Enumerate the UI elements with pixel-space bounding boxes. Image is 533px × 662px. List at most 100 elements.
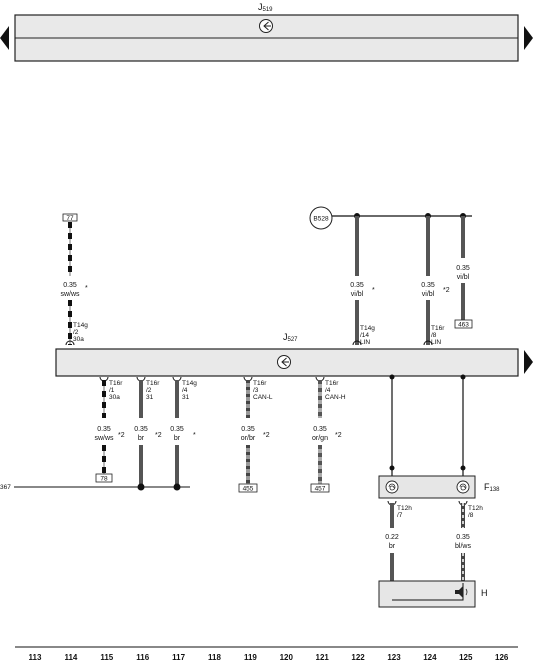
svg-text:/14: /14 xyxy=(360,332,369,339)
grid-number: 121 xyxy=(316,653,330,662)
svg-text:T16r: T16r xyxy=(109,380,123,387)
grid-number: 118 xyxy=(208,653,221,662)
grid-number: 119 xyxy=(244,653,257,662)
control-unit-symbol-icon xyxy=(277,355,291,369)
grid-number: 120 xyxy=(280,653,294,662)
grid-number: 114 xyxy=(64,653,77,662)
svg-text:0.35: 0.35 xyxy=(97,426,111,433)
svg-text:T12h: T12h xyxy=(468,505,483,512)
svg-text:/3: /3 xyxy=(253,387,259,394)
svg-text:31: 31 xyxy=(146,394,154,401)
svg-text:LIN: LIN xyxy=(360,339,370,346)
svg-text:T16r: T16r xyxy=(431,325,445,332)
svg-text:/4: /4 xyxy=(325,387,331,394)
ref-box-78 xyxy=(95,473,113,483)
svg-text:0.35: 0.35 xyxy=(456,265,470,272)
svg-text:CAN-H: CAN-H xyxy=(325,394,346,401)
svg-text:31: 31 xyxy=(182,394,190,401)
svg-text:77: 77 xyxy=(66,215,74,222)
h-label: H xyxy=(481,588,488,598)
svg-text:0.22: 0.22 xyxy=(385,534,399,541)
svg-text:0.35: 0.35 xyxy=(170,426,184,433)
svg-text:30a: 30a xyxy=(73,336,84,343)
svg-text:or/br: or/br xyxy=(241,435,256,442)
grid-number: 126 xyxy=(495,653,509,662)
spiral-spring-icon xyxy=(385,480,399,494)
svg-text:bl/ws: bl/ws xyxy=(455,543,471,550)
svg-text:T14g: T14g xyxy=(182,380,197,387)
svg-text:/2: /2 xyxy=(146,387,152,394)
grid-number: 115 xyxy=(100,653,113,662)
grid-number: 122 xyxy=(351,653,365,662)
f138-label: F138 xyxy=(484,482,500,493)
svg-text:*: * xyxy=(372,287,375,294)
svg-text:T14g: T14g xyxy=(360,325,375,332)
grid-number: 124 xyxy=(423,653,437,662)
svg-text:455: 455 xyxy=(243,486,254,493)
svg-text:0.35: 0.35 xyxy=(350,282,364,289)
wire-br-116: T16r /2 31 0.35 br *2 xyxy=(134,376,162,491)
svg-text:/8: /8 xyxy=(431,332,437,339)
svg-text:/2: /2 xyxy=(73,329,79,336)
svg-text:sw/ws: sw/ws xyxy=(60,291,80,298)
wire-or-br: T16r /3 CAN-L 0.35 or/br *2 455 xyxy=(238,376,273,493)
b528-junction: B528 xyxy=(309,206,472,230)
wire-j527-f138 xyxy=(389,374,466,476)
svg-text:*2: *2 xyxy=(118,432,125,439)
svg-text:LIN: LIN xyxy=(431,339,441,346)
svg-text:*2: *2 xyxy=(443,287,450,294)
wire-vi-bl-125: 0.35 vi/bl 463 xyxy=(454,216,473,329)
svg-text:0.35: 0.35 xyxy=(421,282,435,289)
svg-text:vi/bl: vi/bl xyxy=(457,274,470,281)
svg-text:0.35: 0.35 xyxy=(241,426,255,433)
svg-text:*: * xyxy=(193,432,196,439)
control-unit-symbol-icon xyxy=(259,19,273,33)
svg-text:0.35: 0.35 xyxy=(456,534,470,541)
wire-sw-ws-top: 77 0.35 sw/ws * T14g /2 30a xyxy=(60,213,88,346)
wire-or-gn: T16r /4 CAN-H 0.35 or/gn *2 457 xyxy=(310,376,346,493)
svg-text:T16r: T16r xyxy=(253,380,267,387)
grid-number: 117 xyxy=(172,653,185,662)
f138-component: F138 xyxy=(378,475,500,499)
ref-box-455 xyxy=(238,483,258,493)
svg-text:or/gn: or/gn xyxy=(312,435,328,442)
grid-number: 123 xyxy=(387,653,401,662)
arrow-right-icon xyxy=(524,350,533,374)
arrow-left-icon xyxy=(0,26,9,50)
wire-sw-ws-bottom: T16r /1 30a 0.35 sw/ws *2 78 xyxy=(94,376,125,483)
svg-text:*2: *2 xyxy=(155,432,162,439)
wire-vi-bl-122: 0.35 vi/bl * T14g /14 LIN xyxy=(350,216,375,346)
svg-text:0.35: 0.35 xyxy=(63,282,77,289)
svg-text:*: * xyxy=(85,285,88,292)
grid-number: 113 xyxy=(29,653,42,662)
j519-component: J519 xyxy=(0,2,533,62)
grid-number: 116 xyxy=(136,653,149,662)
h-component: H xyxy=(378,580,488,608)
svg-text:/1: /1 xyxy=(109,387,115,394)
svg-text:*2: *2 xyxy=(263,432,270,439)
ground-line: 367 xyxy=(0,484,190,491)
svg-text:367: 367 xyxy=(0,484,11,491)
j527-component: J527 xyxy=(55,332,533,377)
svg-text:vi/bl: vi/bl xyxy=(351,291,364,298)
svg-text:sw/ws: sw/ws xyxy=(94,435,114,442)
svg-text:457: 457 xyxy=(315,486,326,493)
svg-text:/7: /7 xyxy=(397,512,403,519)
arrow-right-icon xyxy=(524,26,533,50)
svg-text:T16r: T16r xyxy=(146,380,160,387)
wire-br-117: T14g /4 31 0.35 br * xyxy=(170,376,197,491)
svg-text:/4: /4 xyxy=(182,387,188,394)
svg-text:br: br xyxy=(389,543,396,550)
svg-text:30a: 30a xyxy=(109,394,120,401)
horn-icon xyxy=(455,586,468,598)
svg-text:br: br xyxy=(138,435,145,442)
wire-vi-bl-124: 0.35 vi/bl *2 T16r /8 LIN xyxy=(421,216,450,346)
spiral-spring-icon xyxy=(456,480,470,494)
svg-text:463: 463 xyxy=(458,322,469,329)
svg-text:T16r: T16r xyxy=(325,380,339,387)
ref-box-463 xyxy=(454,319,473,329)
svg-text:vi/bl: vi/bl xyxy=(422,291,435,298)
